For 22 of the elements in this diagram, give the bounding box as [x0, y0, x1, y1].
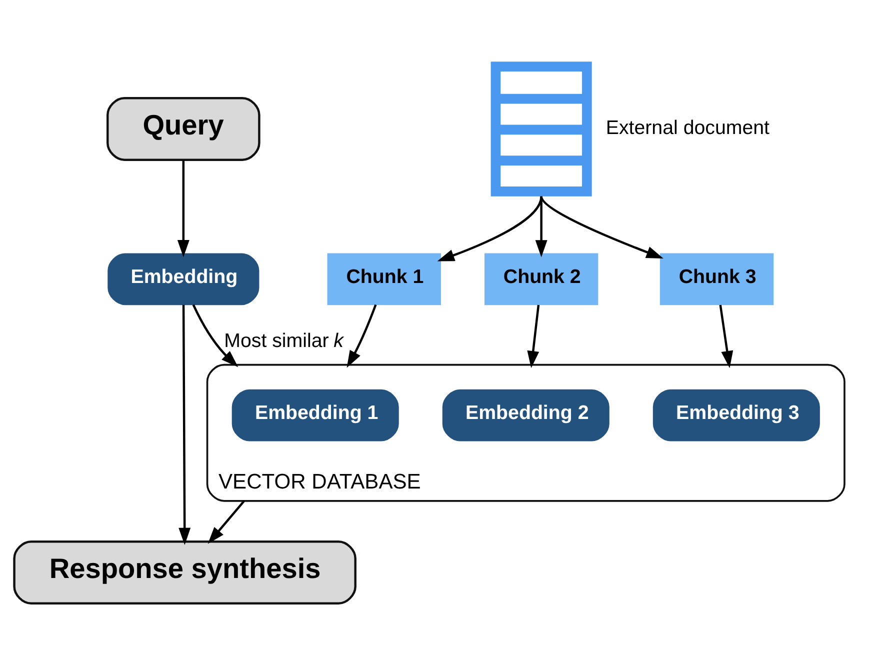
node-box: Chunk 2 [484, 252, 598, 305]
arrow [346, 304, 377, 368]
arrow [178, 304, 191, 544]
node-picture [490, 61, 592, 196]
arrow [535, 196, 548, 257]
node-box: Query [106, 96, 260, 160]
arrow [192, 304, 238, 367]
arrow [437, 196, 542, 261]
arrow [719, 304, 734, 368]
node-box: Embedding 3 [652, 388, 820, 441]
arrow [208, 500, 246, 544]
node-box: Embedding 2 [442, 388, 610, 441]
node-box: Chunk 3 [660, 252, 774, 305]
edge-label: Most similar k [224, 329, 344, 352]
node-box: Chunk 1 [327, 252, 441, 305]
arrow [177, 160, 190, 257]
node-label: External document [606, 116, 770, 139]
node-box: Response synthesis [13, 540, 356, 604]
node-box: Embedding [108, 252, 260, 305]
arrow [527, 304, 540, 368]
node-box: Embedding 1 [232, 388, 399, 441]
arrow [540, 195, 664, 258]
